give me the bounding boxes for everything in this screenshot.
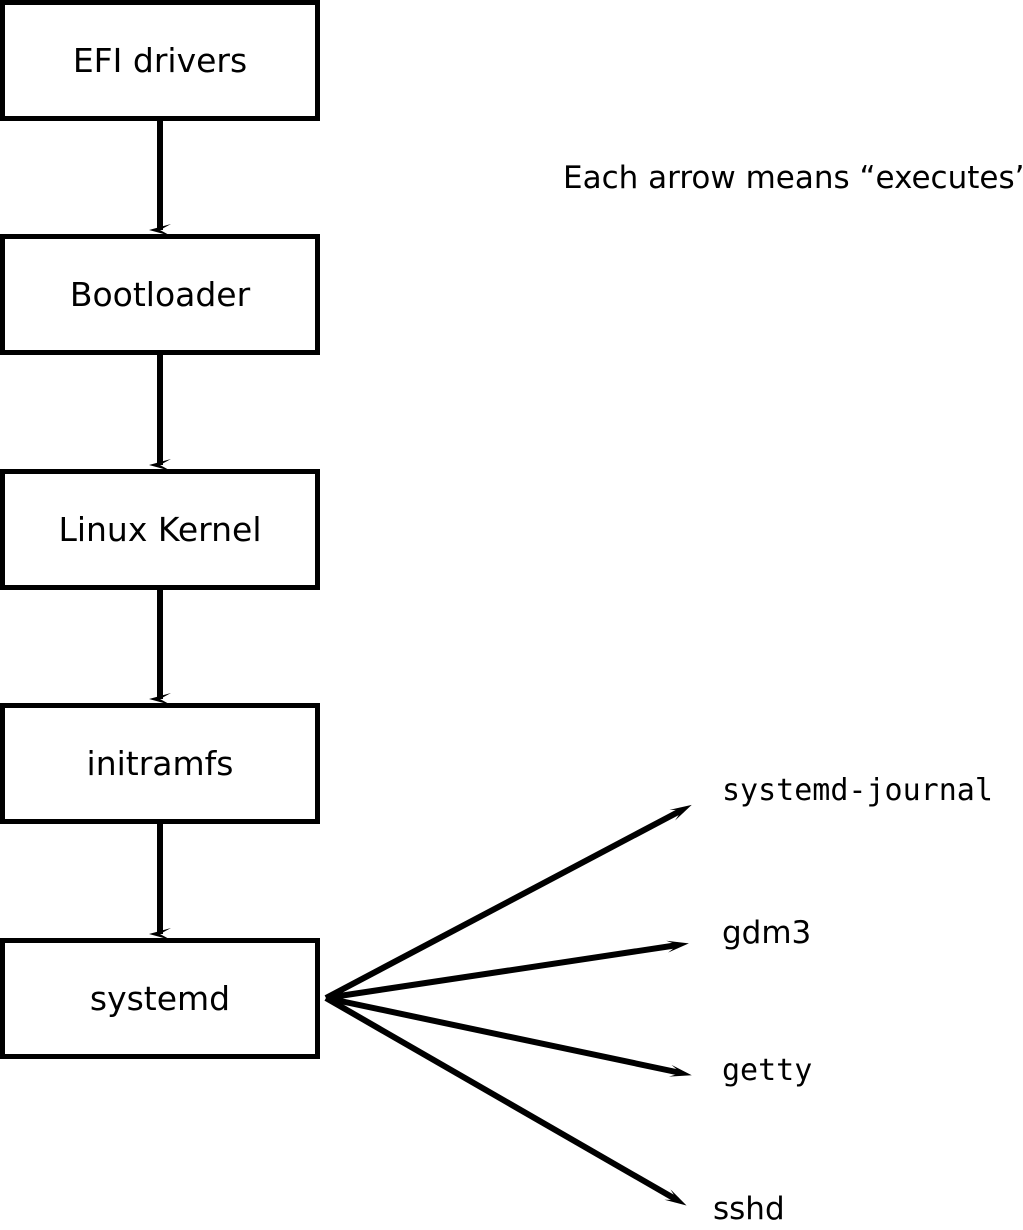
stage-box-bootloader: Bootloader [0,234,320,355]
stage-box-linux-kernel: Linux Kernel [0,469,320,590]
stage-label-initramfs: initramfs [86,744,234,783]
arrow-systemd-to-gdm3 [325,940,689,1001]
stage-label-efi-drivers: EFI drivers [72,41,248,80]
stage-box-systemd: systemd [0,938,320,1059]
arrow-systemd-to-sshd [324,995,687,1206]
fanout-arrow-group [324,804,692,1206]
service-label-sshd: sshd [713,1191,785,1227]
stage-box-initramfs: initramfs [0,703,320,824]
stage-label-bootloader: Bootloader [69,275,251,314]
service-label-systemd-journal: systemd-journal [722,773,993,808]
arrow-systemd-to-systemd-journal [324,804,692,1001]
service-label-getty: getty [722,1053,813,1088]
arrow-systemd-to-getty [325,995,692,1077]
stage-label-systemd: systemd [89,979,231,1018]
stage-label-linux-kernel: Linux Kernel [58,510,262,549]
service-label-gdm3: gdm3 [722,915,812,951]
diagram-caption: Each arrow means “executes”. [563,160,1023,196]
stage-box-efi-drivers: EFI drivers [0,0,320,121]
